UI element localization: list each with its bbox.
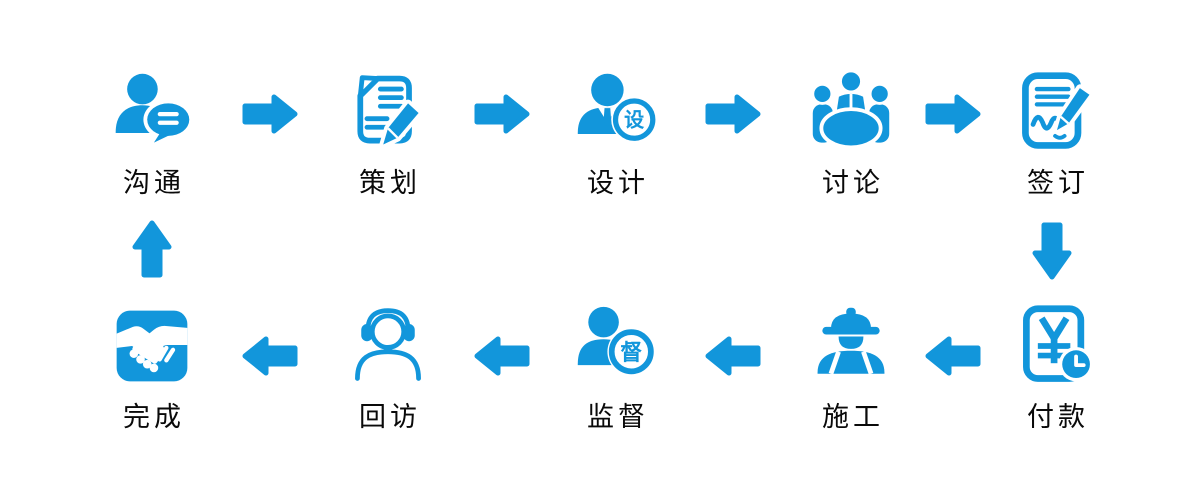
left-arrow-icon xyxy=(925,336,981,376)
right-arrow-icon xyxy=(705,94,761,134)
step-label: 付款 xyxy=(1027,402,1089,432)
step-label: 回访 xyxy=(359,402,421,432)
step-label: 监督 xyxy=(587,402,649,432)
step-completion: 完成 xyxy=(67,300,237,432)
step-label: 设计 xyxy=(587,168,649,198)
designer-badge-icon: 设 xyxy=(570,66,662,158)
person-chat-icon xyxy=(106,66,198,158)
right-arrow-icon xyxy=(474,94,530,134)
step-supervision: 督 监督 xyxy=(531,300,701,432)
step-label: 施工 xyxy=(822,402,884,432)
step-label: 策划 xyxy=(359,168,421,198)
step-label: 沟通 xyxy=(123,168,185,198)
step-label: 完成 xyxy=(123,402,185,432)
step-communication: 沟通 xyxy=(67,66,237,198)
step-label: 讨论 xyxy=(822,168,884,198)
right-arrow-icon xyxy=(242,94,298,134)
step-signing: 签订 xyxy=(971,66,1141,198)
handshake-icon xyxy=(106,300,198,392)
contract-sign-icon xyxy=(1010,66,1102,158)
step-follow-up: 回访 xyxy=(303,300,473,432)
down-arrow-icon xyxy=(1032,222,1072,280)
up-arrow-icon xyxy=(132,220,172,278)
step-design: 设 设计 xyxy=(531,66,701,198)
construction-worker-icon xyxy=(805,300,897,392)
step-construction: 施工 xyxy=(766,300,936,432)
headset-person-icon xyxy=(342,300,434,392)
step-planning: 策划 xyxy=(303,66,473,198)
meeting-icon xyxy=(805,66,897,158)
document-pencil-icon xyxy=(342,66,434,158)
step-label: 签订 xyxy=(1027,168,1089,198)
supervisor-badge-icon: 督 xyxy=(570,300,662,392)
left-arrow-icon xyxy=(705,336,761,376)
left-arrow-icon xyxy=(474,336,530,376)
payment-clock-icon xyxy=(1010,300,1102,392)
supervision-badge-char: 督 xyxy=(620,340,642,365)
left-arrow-icon xyxy=(242,336,298,376)
step-discussion: 讨论 xyxy=(766,66,936,198)
step-payment: 付款 xyxy=(971,300,1141,432)
right-arrow-icon xyxy=(925,94,981,134)
design-badge-char: 设 xyxy=(624,109,645,132)
